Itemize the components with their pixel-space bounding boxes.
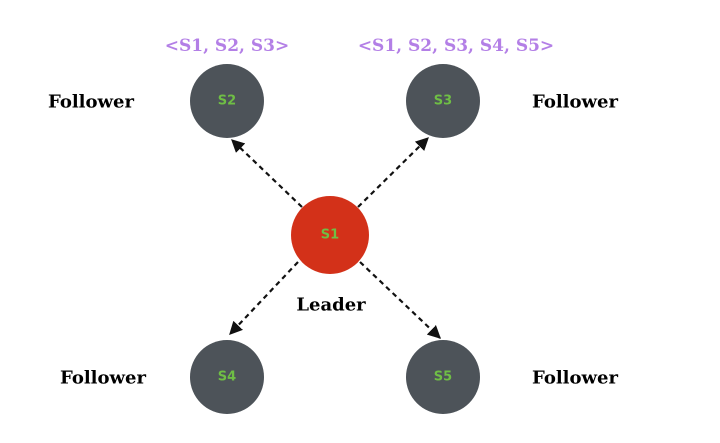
log-label-s2: <S1, S2, S3> xyxy=(165,36,289,56)
role-label-leader: Leader xyxy=(296,295,366,316)
node-s1-circle xyxy=(291,196,369,274)
node-s5-label: S5 xyxy=(434,370,452,385)
node-s1: S1 xyxy=(291,196,369,274)
role-label-s2: Follower xyxy=(48,92,134,113)
role-label-s3: Follower xyxy=(532,92,618,113)
node-s4-circle xyxy=(190,340,264,414)
role-label-s5: Follower xyxy=(532,368,618,389)
node-s5: S5 xyxy=(406,340,480,414)
edge-s1-to-s5 xyxy=(359,261,441,339)
node-s4-label: S4 xyxy=(218,370,236,385)
edge-s1-to-s2 xyxy=(231,139,303,208)
log-label-s3: <S1, S2, S3, S4, S5> xyxy=(358,36,554,56)
node-s1-label: S1 xyxy=(321,228,339,243)
node-s4: S4 xyxy=(190,340,264,414)
node-s3-circle xyxy=(406,64,480,138)
edge-s1-to-s3 xyxy=(357,137,429,208)
node-s2-label: S2 xyxy=(218,94,236,109)
node-s3-label: S3 xyxy=(434,94,452,109)
node-s5-circle xyxy=(406,340,480,414)
edge-s1-to-s4 xyxy=(229,261,299,335)
node-s2-circle xyxy=(190,64,264,138)
node-s3: S3 xyxy=(406,64,480,138)
role-label-s4: Follower xyxy=(60,368,146,389)
node-s2: S2 xyxy=(190,64,264,138)
